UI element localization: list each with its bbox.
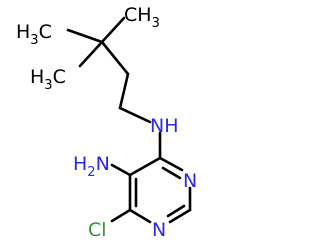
atom-h3c-bottom: H3C: [30, 66, 66, 93]
atom-amino-h2n: H2N: [73, 153, 110, 180]
bond-cq-ch2: [100, 40, 130, 76]
bond-c6-cl: [110, 208, 132, 223]
atom-ring-n-right: N: [183, 170, 197, 192]
bond-c5-nh2: [110, 163, 132, 177]
molecule-structure-diagram: CH3 H3C H3C NH H2N N N Cl: [16, 4, 197, 241]
atom-ring-n-bottom: N: [152, 219, 166, 241]
atom-amine-nh: NH: [150, 115, 179, 137]
bond-n3-c4-inner: [161, 166, 182, 180]
bond-ch2-ch2: [118, 72, 130, 110]
bond-c4-c5: [128, 156, 162, 177]
bond-n1-c2-inner: [166, 204, 186, 218]
atom-h3c-left: H3C: [16, 21, 52, 48]
bond-cq-h3c-bottom: [78, 40, 104, 68]
bond-cq-ch3-top: [100, 16, 126, 44]
bond-c6-n1: [128, 208, 152, 224]
bond-n1-c2: [168, 208, 192, 224]
bond-cq-h3c-left: [66, 28, 104, 44]
atom-ch3-top: CH3: [124, 4, 160, 31]
bond-n3-c4-outer: [158, 156, 184, 172]
atom-chlorine: Cl: [88, 219, 107, 241]
bond-ch2-nh: [118, 106, 152, 124]
